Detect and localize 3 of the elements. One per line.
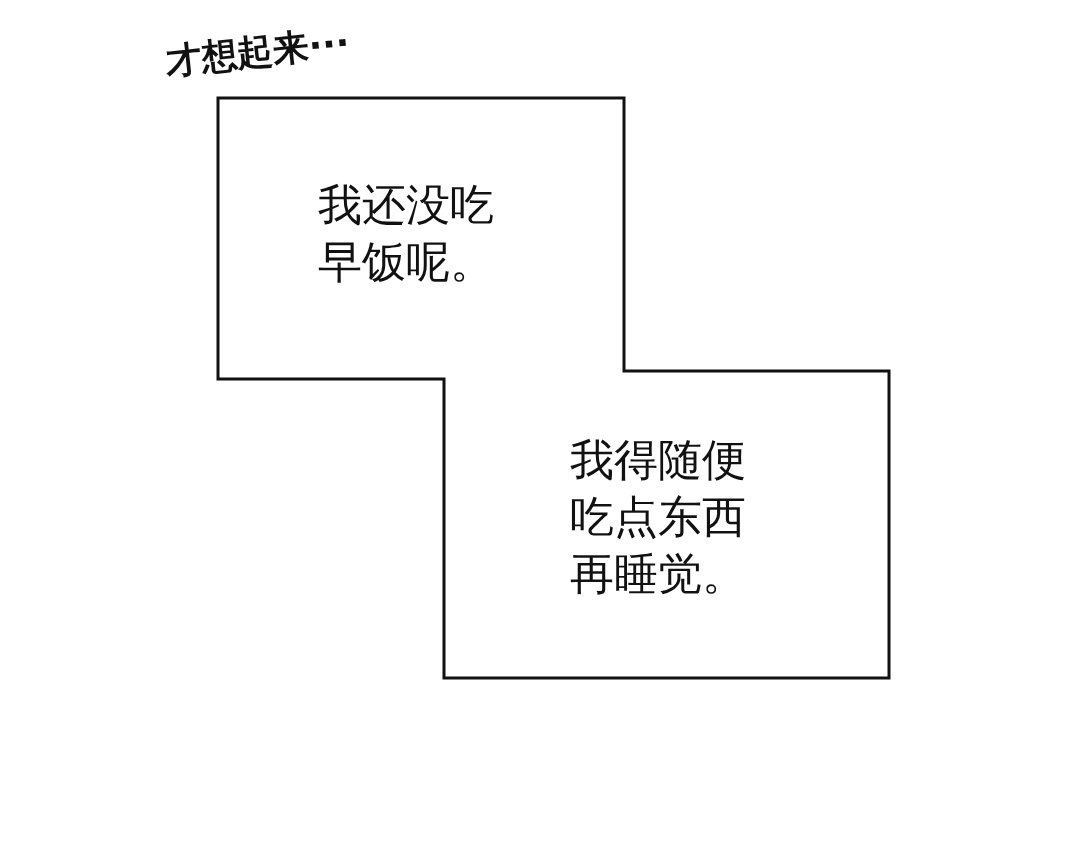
caption-text: 我得随便吃点东西再睡觉。 xyxy=(570,433,747,601)
caption-text: 我还没吃早饭呢。 xyxy=(318,178,495,289)
narration-text: 才想起来··· xyxy=(162,20,353,84)
